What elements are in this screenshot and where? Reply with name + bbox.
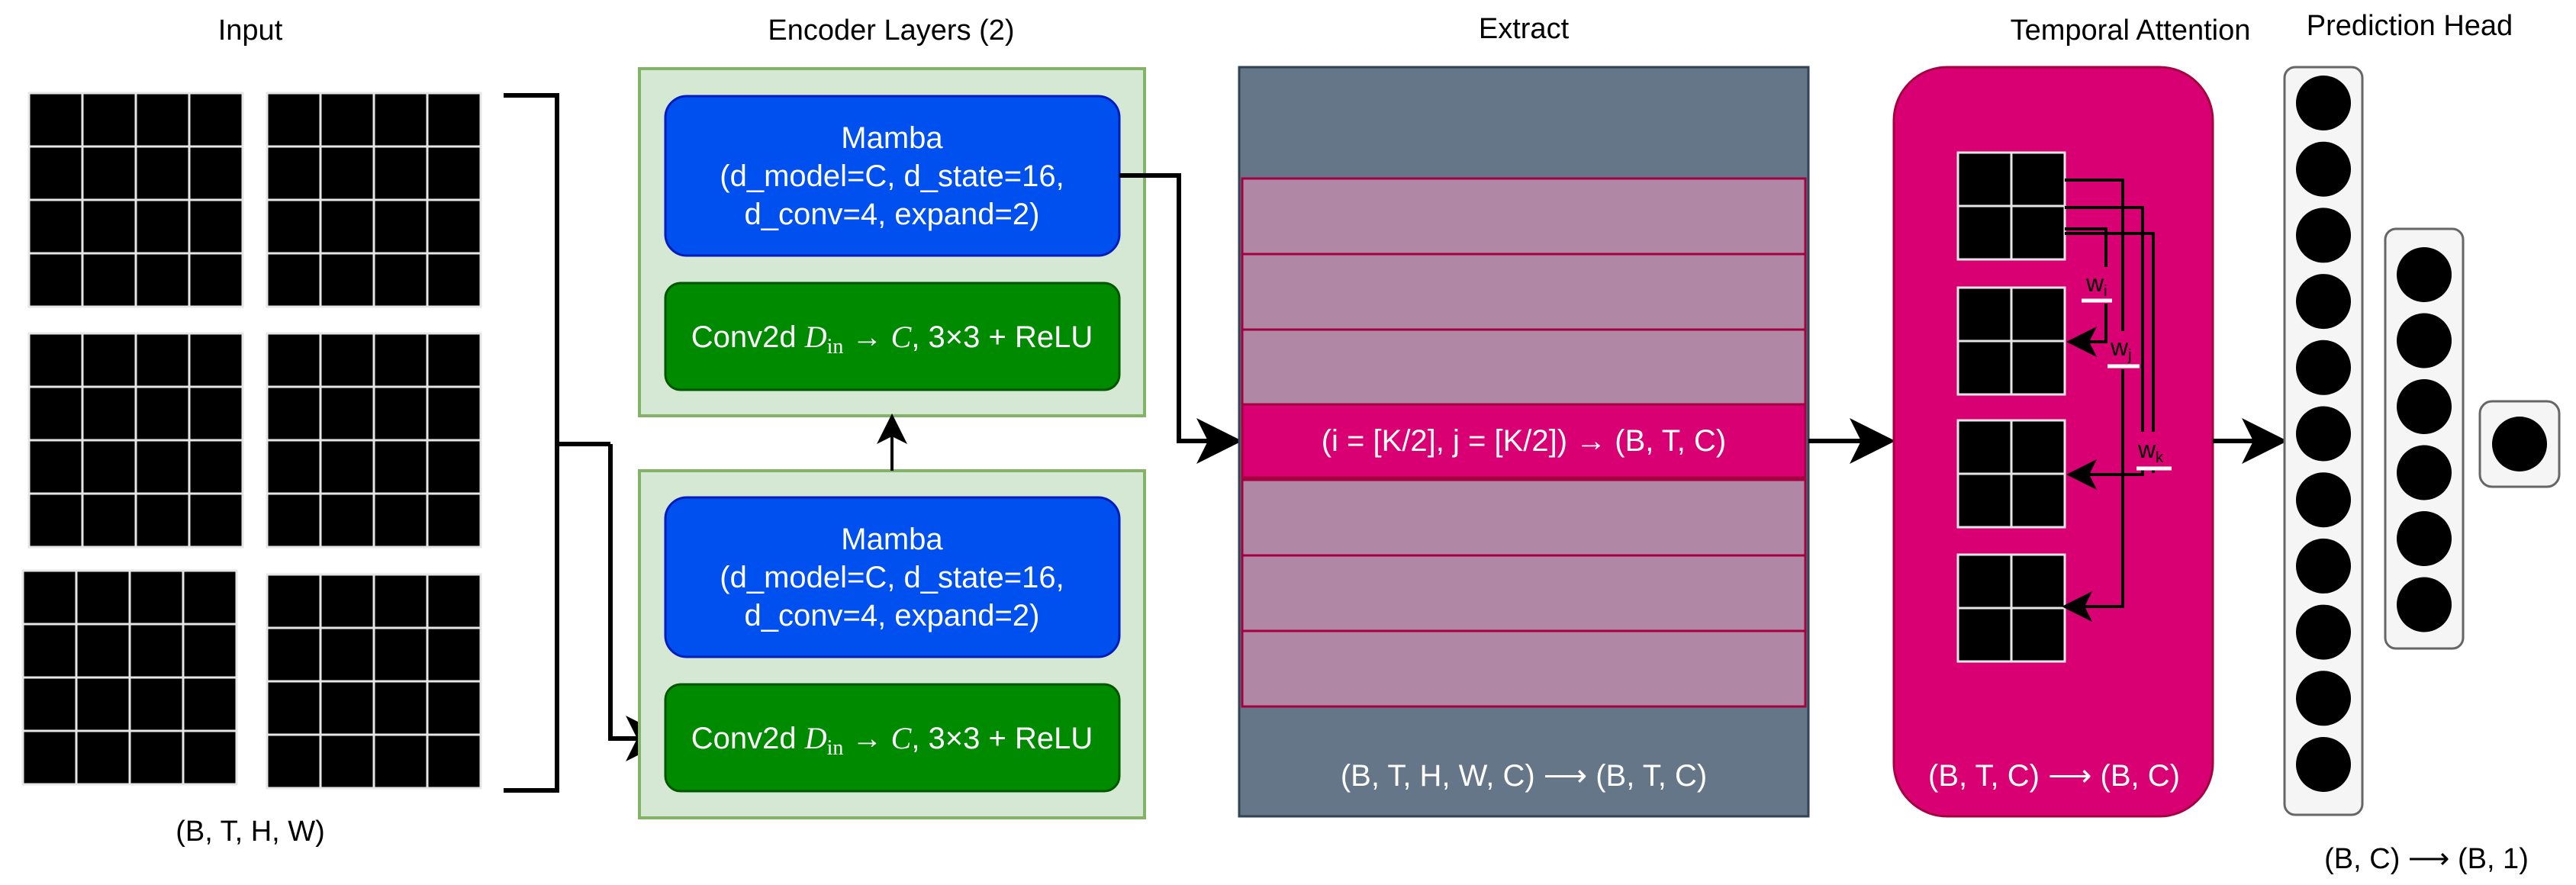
svg-text:wj: wj [2110,333,2132,364]
extract-row [1241,478,1807,557]
extract-center-row [1241,403,1807,479]
extract-center-row-label: (i = [K/2], j = [K/2]) → (B, T, C) [1322,424,1727,458]
conv-top-label: Conv2d Din → C, 3×3 + ReLU [691,320,1093,359]
temporal-title: Temporal Attention [2011,14,2251,47]
prediction-title: Prediction Head [2307,10,2513,42]
prediction-head: (B, C) ⟶ (B, 1) [2283,66,2561,875]
temporal-frame-1 [1956,151,2066,261]
neuron-node [2296,406,2351,462]
neuron-node [2397,313,2452,368]
encoder-to-extract-arrow [1119,173,1242,464]
input-frames [21,92,482,790]
attention-lines [2062,179,2155,622]
mamba-bottom-line2: (d_model=C, d_state=16, [720,561,1064,594]
neuron-node [2296,737,2351,792]
extract-row [1241,554,1807,632]
mamba-top-line2: (d_model=C, d_state=16, [720,159,1064,193]
temporal-shape-label: (B, T, C) ⟶ (B, C) [1928,759,2180,793]
conv-block-bottom [664,683,1121,793]
prediction-nodes [2296,76,2547,792]
mamba-top-line1: Mamba [841,121,943,155]
prediction-shape-label: (B, C) ⟶ (B, 1) [2324,843,2529,875]
neuron-node [2397,511,2452,566]
mamba-bottom-line1: Mamba [841,523,943,556]
conv-bottom-label: Conv2d Din → C, 3×3 + ReLU [691,721,1093,760]
neuron-node [2296,274,2351,330]
svg-text:wi: wi [2085,269,2107,300]
mamba-block-bottom [664,496,1121,658]
weight-wk: wk [2135,432,2172,471]
neuron-node [2397,379,2452,434]
extract-row [1241,629,1807,708]
extract-shape-label: (B, T, H, W, C) ⟶ (B, T, C) [1341,759,1707,793]
input-frame-5 [21,569,238,786]
temporal-attention-block: wi wj wk (B, T, C) ⟶ (B, C) [1892,66,2214,818]
input-frame-3 [27,332,244,549]
input-frame-2 [266,92,482,308]
temporal-frame-2 [1956,286,2066,396]
neuron-node [2397,445,2452,500]
extract-row [1241,253,1807,331]
extract-title: Extract [1479,13,1570,45]
neuron-node [2296,604,2351,660]
temporal-frame-3 [1956,419,2066,529]
extract-block: (i = [K/2], j = [K/2]) → (B, T, C) (B, T… [1238,66,1810,818]
neuron-node [2296,472,2351,528]
neuron-node [2296,141,2351,197]
temporal-frames [1956,151,2066,663]
neuron-node [2296,671,2351,726]
mamba-top-line3: d_conv=4, expand=2) [745,198,1040,231]
input-shape-label: (B, T, H, W) [175,816,325,848]
svg-text:wk: wk [2137,436,2164,466]
input-title: Input [218,14,283,47]
input-frame-4 [266,332,482,549]
neuron-node [2397,577,2452,632]
extract-row [1241,328,1807,407]
extract-row [1241,177,1807,256]
temporal-frame-4 [1956,553,2066,663]
neuron-node [2296,538,2351,594]
neuron-node [2296,208,2351,263]
weight-wj: wj [2107,331,2140,369]
encoder-title: Encoder Layers (2) [768,14,1014,47]
weight-wi: wi [2082,267,2112,304]
conv-block-top [664,282,1121,391]
neuron-node [2296,340,2351,395]
neuron-node [2397,247,2452,302]
neuron-node [2492,417,2547,471]
mamba-bottom-line3: d_conv=4, expand=2) [745,599,1040,632]
input-frame-1 [27,92,244,308]
neuron-node [2296,76,2351,130]
extract-rows [1241,177,1807,708]
input-frame-6 [266,573,482,790]
encoder-layers: Mamba (d_model=C, d_state=16, d_conv=4, … [638,67,1146,819]
